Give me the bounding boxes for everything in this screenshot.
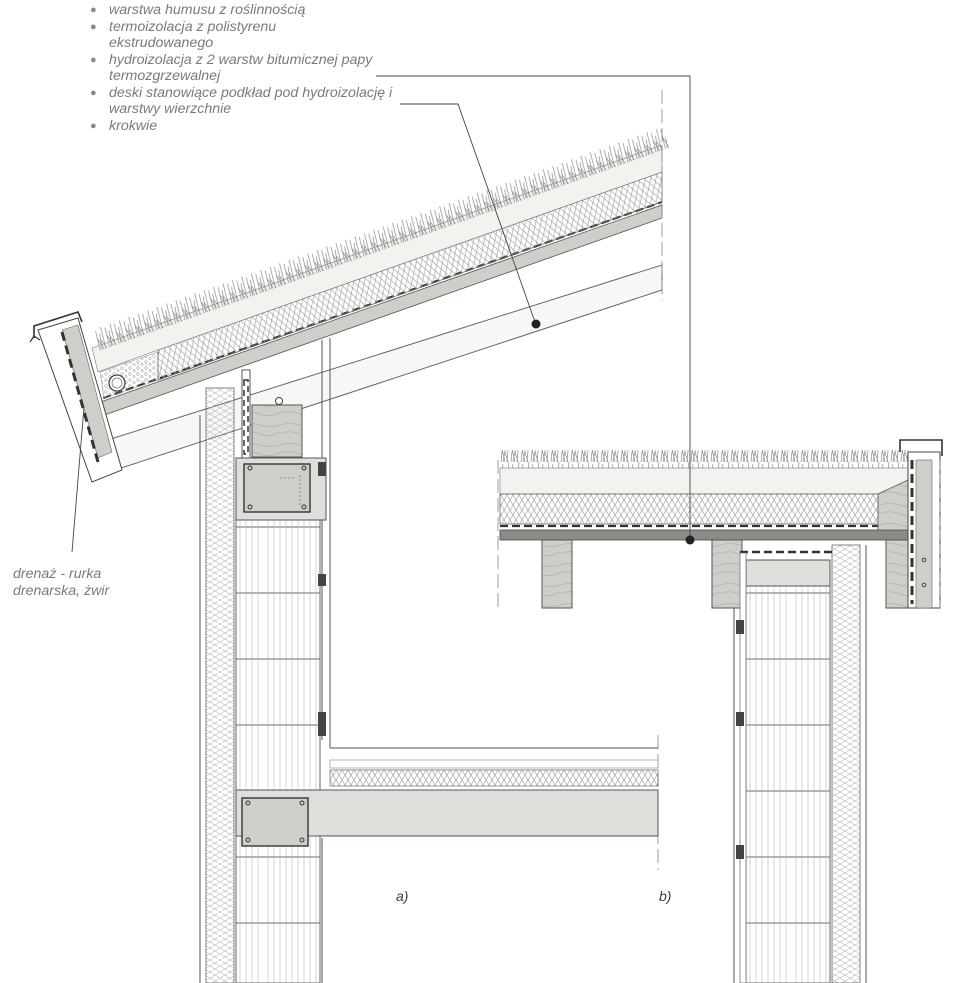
parapet-flashing-b [899, 439, 943, 456]
wall-a-masonry [235, 457, 321, 983]
leader-boards [400, 103, 536, 323]
legend-item: ● termoizolacja z polistyrenu ekstrudowan… [88, 19, 289, 52]
leader-drain [71, 406, 85, 553]
drainage-label: drenaż - rurka drenarska, żwir [13, 566, 110, 599]
figure-label-b: b) [659, 888, 672, 904]
leader-membrane [376, 75, 691, 540]
wall-assembly-a [199, 369, 659, 983]
layer-legend: ● warstwa humusu z roślinnością ● termoizo… [88, 2, 404, 134]
bullet-icon: ● [90, 119, 97, 132]
leader-dot-b [685, 535, 695, 545]
wall-plate-a [251, 404, 303, 458]
legend-item-label: deski stanowiące podkład pod hydroizolac… [109, 84, 393, 118]
joist-b-1 [541, 539, 573, 609]
legend-item-label: termoizolacja z polistyrenu ekstrudowane… [109, 18, 277, 52]
roof-grass-a [92, 127, 670, 351]
legend-item: ● hydroizolacja z 2 warstw bitumicznej pa… [88, 52, 399, 85]
floor-insulation-a [329, 769, 659, 787]
flat-grass-b [500, 450, 910, 470]
flat-insulation-b [499, 493, 886, 525]
bullet-icon: ● [90, 20, 97, 33]
bullet-icon: ● [90, 4, 97, 16]
wall-b-insulation [831, 544, 861, 983]
legend-item: ● krokwie [88, 118, 404, 135]
joist-b-2 [711, 539, 743, 609]
legend-item-label: hydroizolacja z 2 warstw bitumicznej pap… [109, 51, 373, 85]
wall-a-insulation [205, 387, 235, 983]
legend-item: ● warstwa humusu z roślinnością [88, 2, 404, 19]
roof-assembly-a [29, 127, 670, 483]
wall-b-masonry [745, 559, 831, 983]
bullet-icon: ● [90, 53, 97, 66]
leader-dot-a [531, 319, 541, 329]
bullet-icon: ● [90, 86, 97, 99]
legend-item-label: warstwa humusu z roślinnością [109, 2, 306, 18]
leader-lines [71, 75, 691, 553]
eave-flashing-a [33, 311, 83, 338]
flat-soil-b [499, 467, 911, 495]
flat-boards-b [499, 529, 911, 541]
legend-item: ● deski stanowiące podkład pod hydroizola… [88, 85, 404, 118]
wall-b-plate [745, 559, 831, 587]
roof-assembly-b [499, 439, 943, 609]
wall-assembly-b [733, 544, 867, 983]
drain-pipe [108, 374, 126, 392]
legend-item-label: krokwie [109, 117, 158, 134]
figure-label-a: a) [396, 888, 409, 904]
